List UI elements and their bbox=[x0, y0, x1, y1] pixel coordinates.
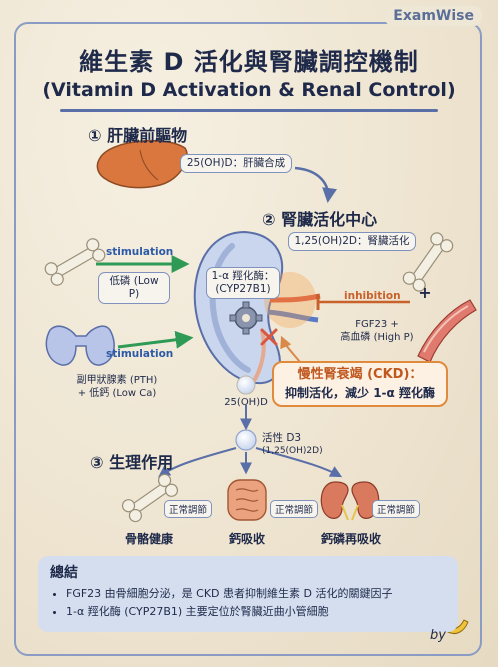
outer-frame bbox=[14, 22, 482, 656]
pth-line-2: + 低鈣 (Low Ca) bbox=[77, 388, 157, 399]
liver-to-kidney-arrow bbox=[294, 166, 338, 203]
kidneys-icon bbox=[320, 481, 380, 521]
block-x-icon bbox=[260, 328, 278, 346]
stimulation-label-1: stimulation bbox=[106, 246, 174, 258]
pth-line-1: 副甲狀腺素 (PTH) bbox=[76, 375, 158, 386]
active-d3-line-2: (1,25(OH)2D) bbox=[262, 446, 323, 456]
effect-calcium-absorption: 鈣吸收 bbox=[228, 532, 265, 546]
enzyme-line-2: (CYP27B1) bbox=[215, 283, 271, 295]
blood-vessel-icon bbox=[417, 299, 477, 363]
fgf23-line-1: FGF23 + bbox=[355, 319, 399, 330]
pth-text: 副甲狀腺素 (PTH) + 低鈣 (Low Ca) bbox=[62, 374, 172, 400]
fgf23-line-2: 高血磷 (High P) bbox=[340, 332, 414, 343]
parathyroid-icon bbox=[45, 325, 115, 366]
summary-box: 總結 FGF23 由骨細胞分泌，是 CKD 患者抑制維生素 D 活化的關鍵因子 … bbox=[38, 556, 458, 632]
summary-item: 1-α 羥化酶 (CYP27B1) 主要定位於腎臟近曲小管細胞 bbox=[66, 603, 446, 621]
regulation-badge-kidney: 正常調節 bbox=[372, 500, 421, 518]
regulation-badge-gut: 正常調節 bbox=[270, 500, 319, 518]
liver-box: 25(OH)D：肝臟合成 bbox=[180, 154, 292, 173]
stimulation-arrow-2 bbox=[117, 330, 194, 349]
brand-logo: ExamWise bbox=[385, 6, 482, 26]
effect-bone-health: 骨骼健康 bbox=[124, 532, 173, 546]
section-liver-title: ① 肝臟前驅物 bbox=[88, 126, 188, 145]
inhibition-label: inhibition bbox=[344, 290, 401, 302]
active-d3-orb bbox=[235, 429, 257, 451]
effect-calcium-phosphate-reabsorption: 鈣磷再吸收 bbox=[320, 532, 381, 546]
gear-icon bbox=[229, 301, 263, 335]
fgf23-text: FGF23 + 高血磷 (High P) bbox=[332, 318, 422, 344]
ckd-callout: 慢性腎衰竭 (CKD)： 抑制活化，減少 1-α 羥化酶 bbox=[272, 361, 448, 407]
precursor-orb bbox=[236, 375, 256, 395]
intestine-icon bbox=[227, 479, 267, 521]
liver-icon bbox=[96, 139, 188, 189]
effect-arrow-kidney bbox=[255, 447, 343, 478]
section-effects-title: ③ 生理作用 bbox=[90, 453, 174, 472]
summary-list: FGF23 由骨細胞分泌，是 CKD 患者抑制維生素 D 活化的關鍵因子 1-α… bbox=[50, 585, 446, 621]
ckd-line-2: 抑制活化，減少 1-α 羥化酶 bbox=[285, 386, 435, 400]
kidney-box: 1,25(OH)2D：腎臟活化 bbox=[288, 232, 416, 251]
page-title: 維生素 D 活化與腎臟調控機制 bbox=[79, 48, 419, 76]
active-d3-label: 活性 D3 (1,25(OH)2D) bbox=[262, 432, 342, 458]
low-phosphate-box: 低磷 (Low P) bbox=[98, 272, 170, 304]
page-subtitle: (Vitamin D Activation & Renal Control) bbox=[42, 79, 456, 101]
bone-icon-effect bbox=[121, 473, 179, 523]
signature-by: by bbox=[430, 628, 446, 643]
summary-item: FGF23 由骨細胞分泌，是 CKD 患者抑制維生素 D 活化的關鍵因子 bbox=[66, 585, 446, 603]
effect-arrow-bone bbox=[158, 447, 237, 478]
plus-sign: + bbox=[418, 283, 432, 302]
active-d3-line-1: 活性 D3 bbox=[262, 432, 302, 444]
regulation-badge-bone: 正常調節 bbox=[164, 500, 213, 518]
ckd-arrow bbox=[280, 335, 301, 363]
enzyme-line-1: 1-α 羥化酶： bbox=[211, 270, 275, 282]
title-divider bbox=[60, 109, 438, 112]
enzyme-box: 1-α 羥化酶： (CYP27B1) bbox=[206, 267, 280, 299]
bone-icon-upper bbox=[44, 238, 106, 286]
section-kidney-title: ② 腎臟活化中心 bbox=[262, 210, 378, 229]
ckd-line-1: 慢性腎衰竭 (CKD)： bbox=[297, 367, 423, 382]
precursor-label: 25(OH)D bbox=[224, 397, 268, 408]
bone-icon-right bbox=[402, 232, 454, 292]
summary-title: 總結 bbox=[50, 565, 78, 581]
stimulation-label-2: stimulation bbox=[106, 348, 174, 360]
